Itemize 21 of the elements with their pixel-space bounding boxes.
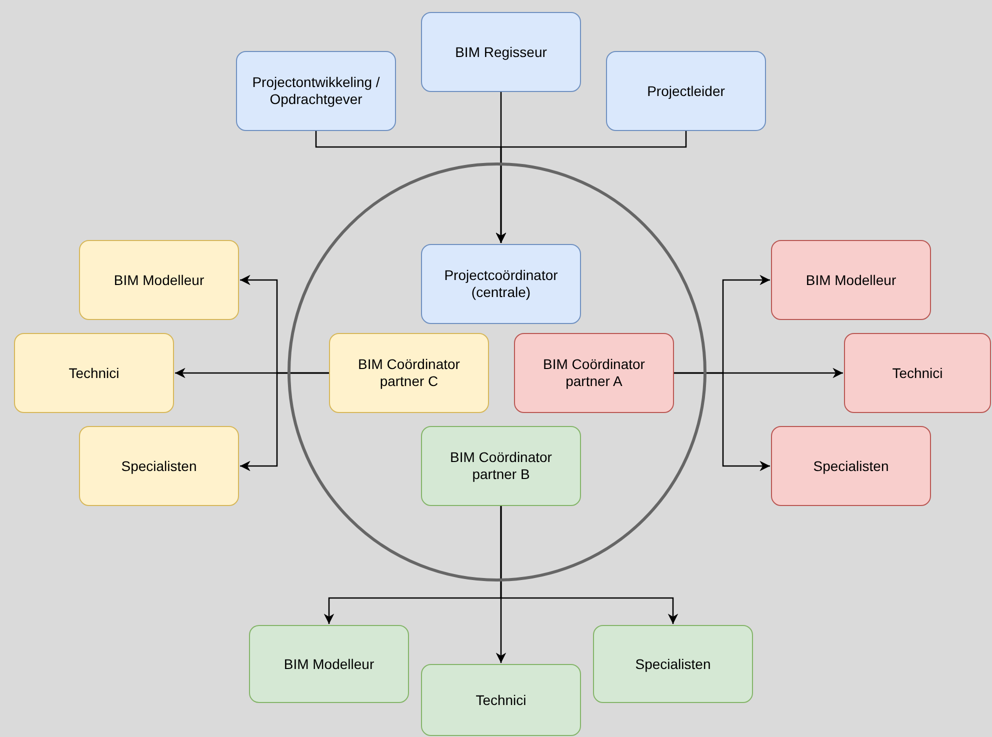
role-box: BIM Modelleur bbox=[249, 625, 409, 703]
role-box: Technici bbox=[421, 664, 581, 736]
role-box: Technici bbox=[844, 333, 991, 413]
role-box: Projectontwikkeling / Opdrachtgever bbox=[236, 51, 396, 131]
role-box: Specialisten bbox=[79, 426, 239, 506]
role-box: BIM Coördinator partner B bbox=[421, 426, 581, 506]
role-box: Projectcoördinator (centrale) bbox=[421, 244, 581, 324]
role-box: Technici bbox=[14, 333, 174, 413]
role-box: BIM Coördinator partner C bbox=[329, 333, 489, 413]
arrow bbox=[674, 372, 770, 472]
role-box: Specialisten bbox=[771, 426, 931, 506]
role-box: BIM Modelleur bbox=[771, 240, 931, 320]
arrow bbox=[500, 506, 678, 624]
arrow bbox=[496, 131, 687, 243]
role-box: BIM Modelleur bbox=[79, 240, 239, 320]
role-box: Projectleider bbox=[606, 51, 766, 131]
arrow bbox=[240, 372, 329, 472]
role-box: Specialisten bbox=[593, 625, 753, 703]
circle-frame bbox=[287, 162, 707, 582]
role-box: BIM Regisseur bbox=[421, 12, 581, 92]
role-box: BIM Coördinator partner A bbox=[514, 333, 674, 413]
